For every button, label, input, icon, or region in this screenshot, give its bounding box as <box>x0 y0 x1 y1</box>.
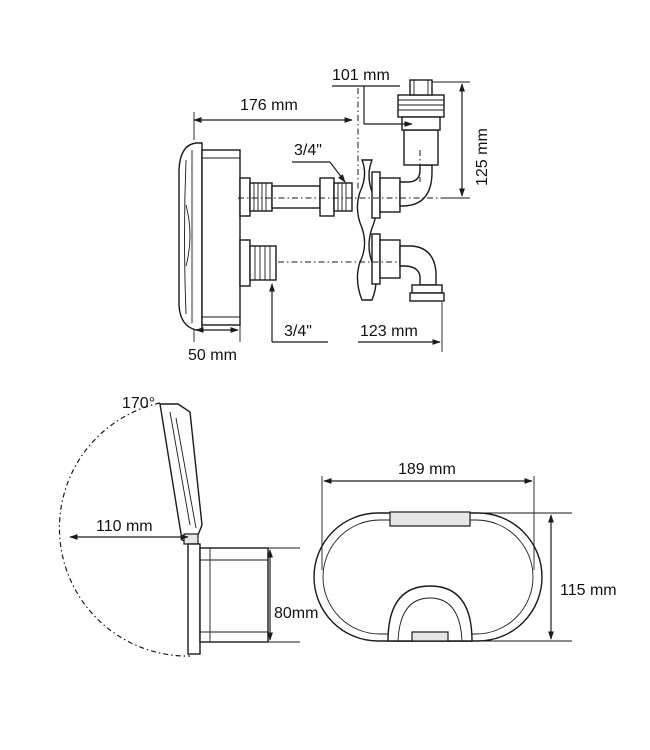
dim-80: 80mm <box>267 547 318 643</box>
thread-upper-note: 3/4" <box>292 142 346 183</box>
thread-lower-label: 3/4" <box>284 323 312 340</box>
top-view-assembly: 176 mm 101 mm 125 mm 3/4" 3/4" <box>178 67 491 364</box>
dim-125: 125 mm <box>432 81 491 199</box>
upper-outlet <box>239 177 353 217</box>
dim-189: 189 mm <box>321 461 535 570</box>
dim-101: 101 mm <box>332 67 413 127</box>
dim-170-label: 170° <box>122 395 155 412</box>
front-outline-inner <box>322 519 534 635</box>
dim-123: 123 mm <box>358 302 443 352</box>
dim-115: 115 mm <box>478 512 617 642</box>
dim-101-label: 101 mm <box>332 67 390 84</box>
lower-outlet <box>239 239 277 287</box>
side-faceplate <box>187 543 201 655</box>
front-view: 189 mm 115 mm <box>313 461 617 642</box>
dim-115-label: 115 mm <box>560 582 617 599</box>
thread-lower-note: 3/4" <box>269 283 328 343</box>
side-body <box>199 547 269 643</box>
dim-176-label: 176 mm <box>240 97 298 114</box>
dim-176: 176 mm <box>193 97 353 140</box>
right-fittings <box>371 79 445 302</box>
side-view: 170° 110 mm 80mm <box>58 395 318 657</box>
thread-upper-label: 3/4" <box>294 142 322 159</box>
faceplate <box>178 142 203 331</box>
dim-50-label: 50 mm <box>188 347 237 364</box>
front-opening <box>387 585 473 642</box>
front-top-tab <box>389 511 471 527</box>
skimmer-body <box>201 149 241 326</box>
dim-50: 50 mm <box>188 325 241 364</box>
dim-123-label: 123 mm <box>360 323 418 340</box>
dim-110-label: 110 mm <box>96 518 153 535</box>
hinge <box>183 533 199 545</box>
dim-80-label: 80mm <box>274 605 318 622</box>
dim-125-label: 125 mm <box>474 128 491 186</box>
lid-swing-arc <box>58 402 191 657</box>
dim-110: 110 mm <box>69 518 189 540</box>
dim-189-label: 189 mm <box>398 461 456 478</box>
front-bottom-lip <box>411 631 449 642</box>
